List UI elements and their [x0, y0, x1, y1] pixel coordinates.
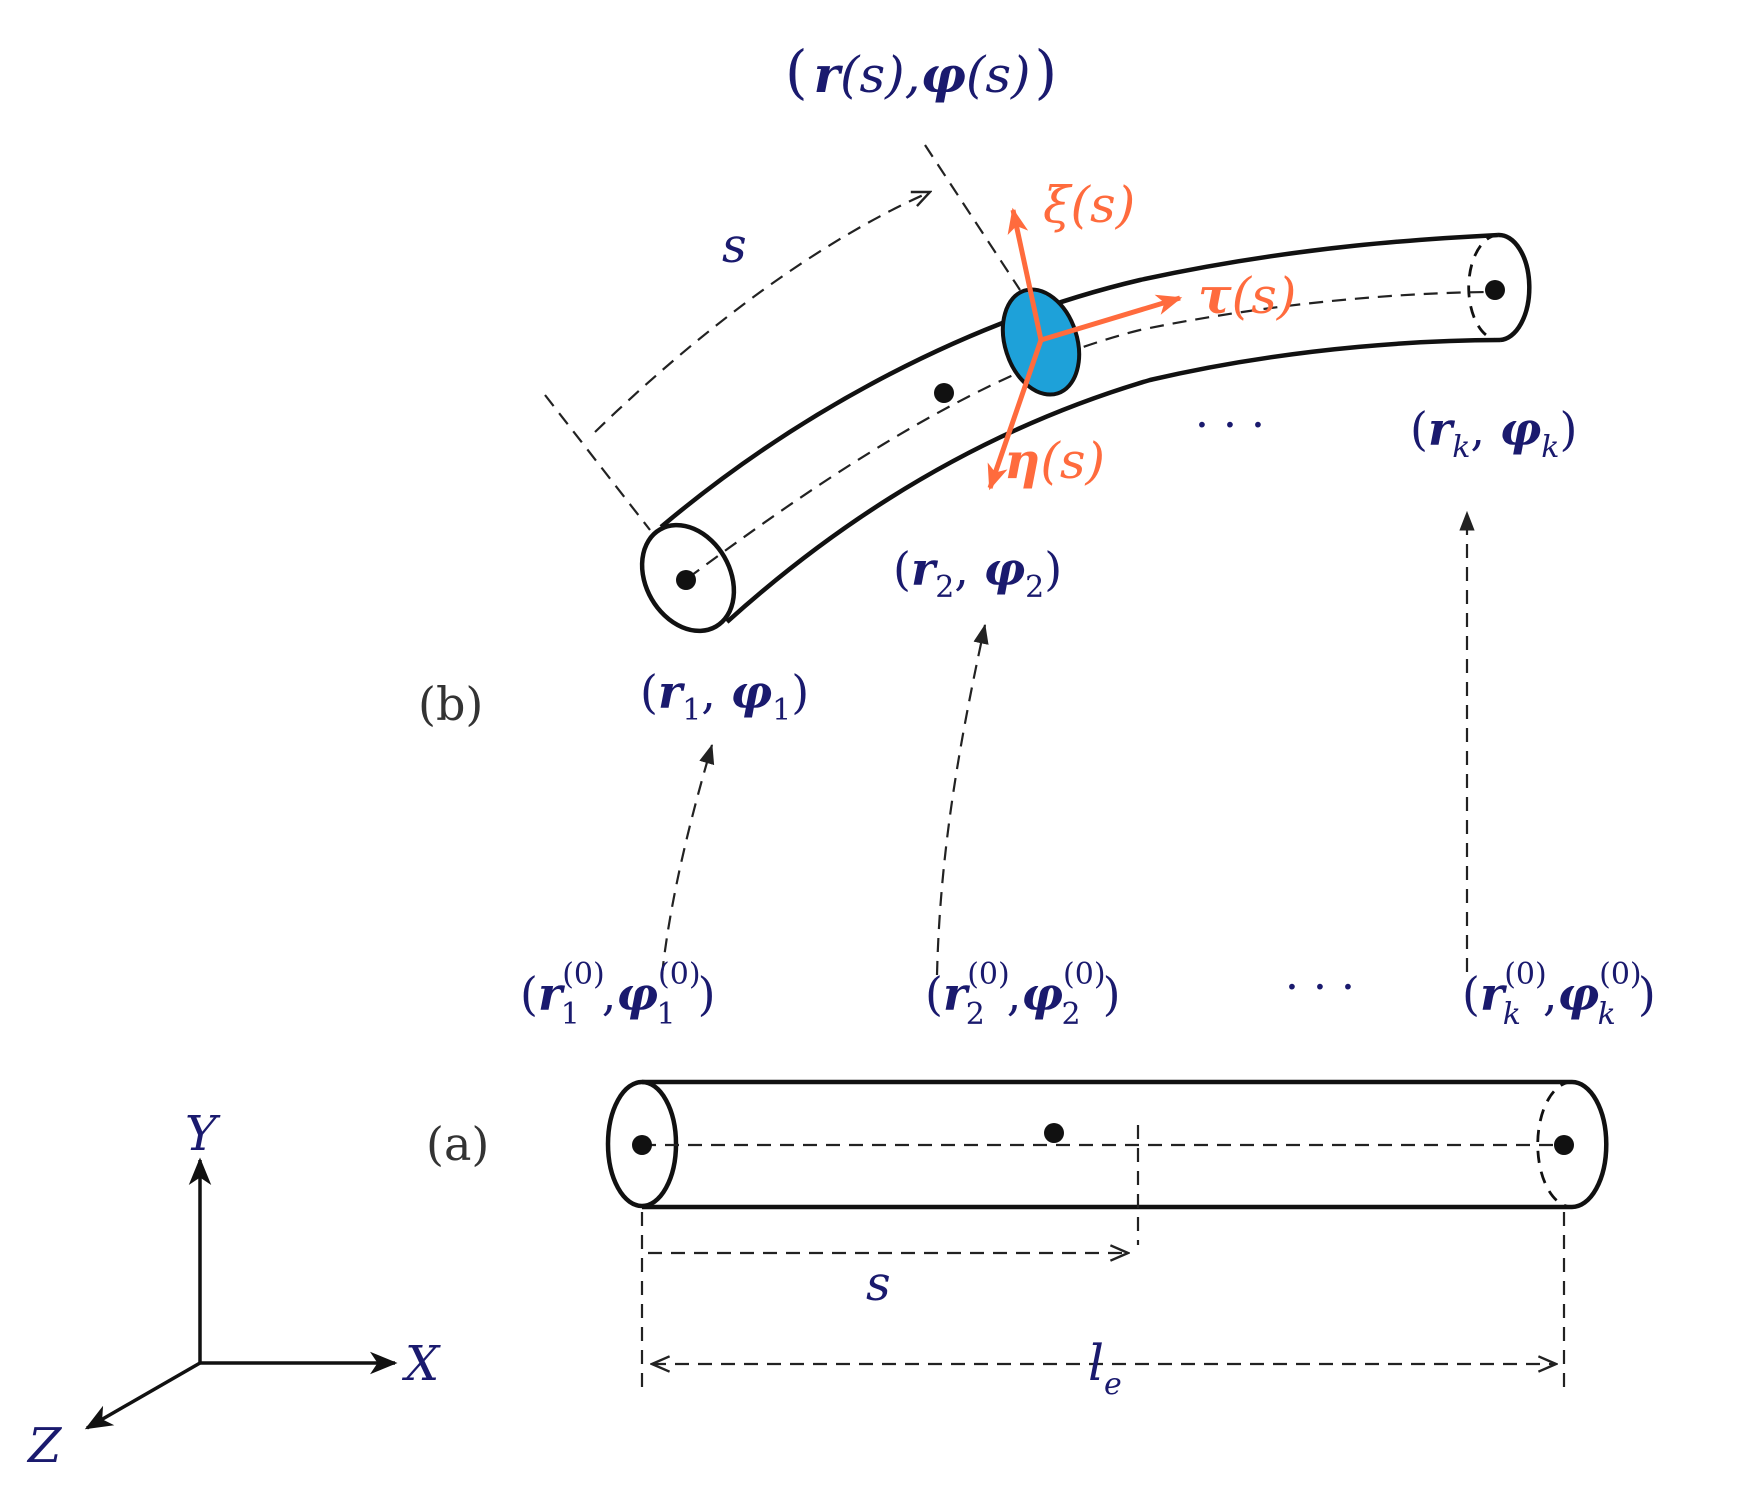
straight-node-label-2: (r(0)2,φ(0)2) [925, 957, 1121, 1032]
map-arrow-1 [660, 743, 715, 976]
svg-text:(r1, φ1): (r1, φ1) [640, 665, 809, 728]
svg-text:(rk, φk): (rk, φk) [1410, 402, 1577, 465]
straight-node-label-k: (r(0)k,φ(0)k) [1462, 957, 1656, 1032]
bent-s-label: s [722, 218, 747, 274]
xi-axis [1007, 207, 1044, 341]
svg-text:(r2, φ2): (r2, φ2) [893, 542, 1062, 605]
bent-ellipsis: · · · [1195, 400, 1265, 451]
straight-s-label: s [866, 1256, 891, 1312]
x-axis-label: X [401, 1336, 441, 1392]
bent-rod [544, 144, 1532, 634]
point-label: (r(s),φ(s)) [785, 38, 1057, 106]
bent-node-label-1: (r1, φ1) [640, 665, 809, 728]
bent-rod-centerline [687, 290, 1496, 579]
svg-text:(r(0)2,φ(0)2): (r(0)2,φ(0)2) [925, 957, 1121, 1032]
bent-node-label-2: (r2, φ2) [893, 542, 1062, 605]
panel-label-a: (a) [426, 1117, 489, 1171]
global-axes: Y X Z [26, 1106, 441, 1474]
bent-node-2 [934, 383, 954, 403]
straight-node-label-1: (r(0)1,φ(0)1) [520, 957, 716, 1032]
straight-node-1 [632, 1135, 652, 1155]
mapping-arrows [660, 510, 1475, 976]
bent-node-k [1485, 280, 1505, 300]
straight-node-k [1554, 1135, 1574, 1155]
straight-rod-right-end [1571, 1079, 1609, 1210]
straight-node-2 [1044, 1123, 1064, 1143]
z-axis [84, 1361, 201, 1430]
tau-label: τ(s) [1198, 266, 1296, 325]
panel-label-b: (b) [418, 677, 483, 731]
length-label: le [1088, 1334, 1122, 1402]
bent-section-line [924, 144, 1021, 291]
bent-rod-bottom-edge [725, 337, 1501, 624]
bent-rod-left-end [639, 522, 737, 634]
tau-axis [1040, 294, 1183, 343]
map-arrow-2 [935, 623, 989, 976]
z-axis-label: Z [26, 1418, 63, 1474]
eta-label: η(s) [1004, 431, 1105, 490]
straight-ellipsis: · · · [1285, 962, 1355, 1013]
svg-text:(r(0)1,φ(0)1): (r(0)1,φ(0)1) [520, 957, 716, 1032]
bent-rod-right-end-hidden [1467, 233, 1501, 342]
svg-text:(r(0)k,φ(0)k): (r(0)k,φ(0)k) [1462, 957, 1656, 1032]
bent-start-line [544, 394, 651, 531]
xi-label: ξ(s) [1043, 176, 1135, 234]
bent-rod-top-edge [659, 232, 1499, 529]
y-axis-label: Y [185, 1106, 221, 1162]
bent-s-dimension [594, 192, 930, 433]
bent-rod-right-end [1497, 232, 1532, 343]
bent-node-1 [676, 570, 696, 590]
bent-node-label-k: (rk, φk) [1410, 402, 1577, 465]
straight-rod [605, 1079, 1609, 1390]
eta-axis [987, 339, 1044, 491]
